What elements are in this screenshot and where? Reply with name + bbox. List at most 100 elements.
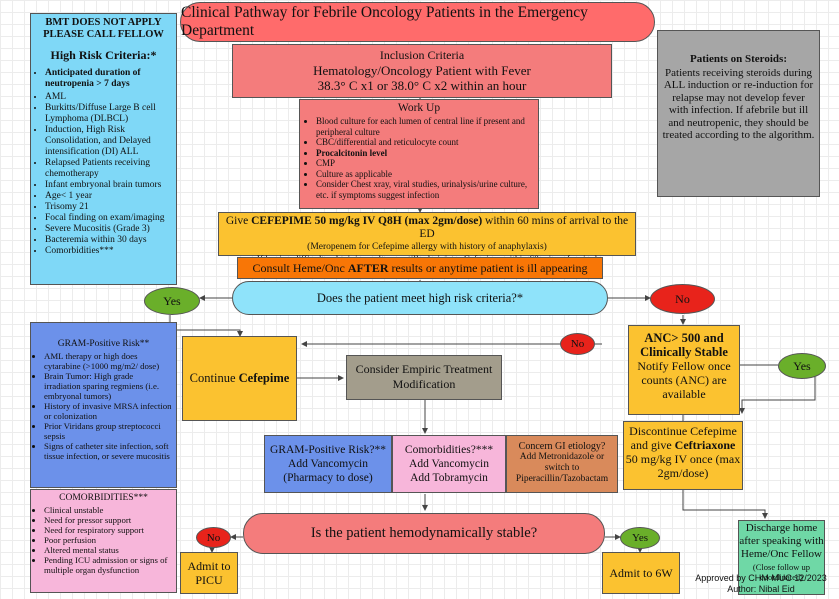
inclusion-line-2: 38.3° C x1 or 38.0° C x2 within an hour bbox=[317, 78, 527, 93]
discharge-box: Discharge home after speaking with Heme/… bbox=[738, 520, 825, 595]
criteria-item: Comorbidities*** bbox=[45, 246, 172, 257]
author-line: Author: Nibal Eid bbox=[727, 583, 795, 594]
title-text: Clinical Pathway for Febrile Oncology Pa… bbox=[181, 4, 588, 39]
comorbid-item: Pending ICU admission or signs of multip… bbox=[44, 555, 172, 575]
criteria-item: Anticipated duration of neutropenia > 7 … bbox=[45, 68, 172, 90]
discontinue-drug: Ceftriaxone bbox=[674, 438, 736, 452]
inclusion-criteria-box: Inclusion Criteria Hematology/Oncology P… bbox=[232, 44, 612, 98]
discontinue-post: 50 mg/kg IV once (max 2gm/dose) bbox=[625, 452, 741, 480]
steroids-heading: Patients on Steroids: bbox=[690, 53, 787, 65]
comorb-add-line-2: Add Vancomycin bbox=[409, 458, 489, 470]
gram-positive-risk-box: GRAM-Positive Risk** AML therapy or high… bbox=[30, 322, 177, 488]
high-risk-question-text: Does the patient meet high risk criteria… bbox=[316, 290, 524, 305]
comorbidities-add-box: Comorbidities?*** Add Vancomycin Add Tob… bbox=[392, 435, 506, 493]
yes-oval-anc: Yes bbox=[778, 353, 826, 379]
comorbid-item: Altered mental status bbox=[44, 545, 172, 555]
criteria-item: Infant embryonal brain tumors bbox=[45, 180, 172, 191]
gram-add-line-3: (Pharmacy to dose) bbox=[283, 472, 373, 484]
anc-rest: Notify Fellow once counts (ANC) are avai… bbox=[637, 359, 731, 401]
criteria-item: Trisomy 21 bbox=[45, 202, 172, 213]
bmt-heading: BMT DOES NOT APPLY PLEASE CALL FELLOW bbox=[43, 17, 164, 40]
no-oval-high-risk: No bbox=[650, 284, 715, 314]
stable-question-text: Is the patient hemodynamically stable? bbox=[310, 525, 538, 541]
work-up-item: Consider Chest xray, viral studies, urin… bbox=[316, 179, 532, 200]
no-oval-stable: No bbox=[196, 527, 231, 548]
empiric-text: Consider Empiric Treatment Modification bbox=[355, 362, 493, 391]
continue-pre: Continue bbox=[189, 371, 239, 385]
criteria-item: Focal finding on exam/imaging bbox=[45, 213, 172, 224]
page-title: Clinical Pathway for Febrile Oncology Pa… bbox=[180, 2, 655, 42]
gram-item: Brain Tumor: High grade irradiation spar… bbox=[44, 371, 172, 401]
no-label: No bbox=[675, 291, 690, 306]
criteria-item: Severe Mucositis (Grade 3) bbox=[45, 224, 172, 235]
consult-bar: Consult Heme/Onc AFTER results or anytim… bbox=[237, 257, 603, 279]
discontinue-pre: Discontinue Cefepime and give bbox=[629, 424, 737, 452]
gram-heading: GRAM-Positive Risk** bbox=[57, 339, 150, 349]
cefepime-dose: CEFEPIME 50 mg/kg IV Q8H (max 2gm/dose) bbox=[251, 215, 483, 227]
work-up-item: Culture as applicable bbox=[316, 169, 532, 180]
yes-label: Yes bbox=[793, 358, 811, 373]
gram-add-line-1: GRAM-Positive Risk?** bbox=[270, 444, 386, 456]
comorbidities-box: COMORBIDITIES*** Clinical unstable Need … bbox=[30, 489, 177, 593]
discharge-main: Discharge home after speaking with Heme/… bbox=[739, 522, 824, 560]
approval-footer: Approved by CHM MUC 12/2023 Author: Niba… bbox=[683, 573, 839, 594]
admit-6w-box: Admit to 6W bbox=[602, 552, 680, 594]
admit-6w-text: Admit to 6W bbox=[609, 565, 673, 580]
yes-label: Yes bbox=[631, 532, 648, 544]
high-risk-criteria-box: BMT DOES NOT APPLY PLEASE CALL FELLOW Hi… bbox=[30, 13, 177, 285]
consult-post: results or anytime patient is ill appear… bbox=[388, 261, 588, 275]
anc-line-1: ANC> 500 and bbox=[644, 331, 724, 345]
gram-item: Prior Viridans group streptococci sepsis bbox=[44, 421, 172, 441]
work-up-item: Blood culture for each lumen of central … bbox=[316, 116, 532, 137]
comorbid-item: Need for pressor support bbox=[44, 515, 172, 525]
continue-cefepime-box: Continue Cefepime bbox=[182, 336, 297, 421]
high-risk-subheading: High Risk Criteria:* bbox=[50, 48, 157, 62]
consult-pre: Consult Heme/Onc bbox=[252, 261, 348, 275]
steroids-body: Patients receiving steroids during ALL i… bbox=[662, 66, 815, 142]
yes-oval-stable: Yes bbox=[620, 527, 660, 549]
comorb-add-line-1: Comorbidities?*** bbox=[404, 444, 494, 456]
no-label: No bbox=[570, 338, 585, 350]
work-up-item: Procalcitonin level bbox=[316, 148, 532, 159]
empiric-modification-box: Consider Empiric Treatment Modification bbox=[346, 355, 502, 400]
criteria-item: Burkitts/Diffuse Large B cell Lymphoma (… bbox=[45, 103, 172, 125]
consult-after: AFTER bbox=[347, 261, 389, 275]
cefepime-box: Give CEFEPIME 50 mg/kg IV Q8H (max 2gm/d… bbox=[218, 212, 636, 265]
comorb-add-line-3: Add Tobramycin bbox=[410, 472, 488, 484]
admit-picu-box: Admit to PICU bbox=[180, 552, 238, 594]
criteria-item: Relapsed Patients receiving chemotherapy bbox=[45, 158, 172, 180]
inclusion-heading: Inclusion Criteria bbox=[379, 48, 465, 62]
yes-label: Yes bbox=[163, 293, 181, 308]
criteria-item: Induction, High Risk Consolidation, and … bbox=[45, 125, 172, 158]
work-up-item: CBC/differential and reticulocyte count bbox=[316, 137, 532, 148]
cefepime-post: within 60 mins of arrival to the ED bbox=[419, 215, 629, 240]
anc-stable-box: ANC> 500 and Clinically Stable Notify Fe… bbox=[628, 325, 740, 415]
work-up-box: Work Up Blood culture for each lumen of … bbox=[299, 99, 539, 209]
gram-item: AML therapy or high does cytarabine (>10… bbox=[44, 351, 172, 371]
hemodynamic-stability-question: Is the patient hemodynamically stable? bbox=[243, 513, 605, 554]
steroids-box: Patients on Steroids: Patients receiving… bbox=[657, 30, 820, 197]
criteria-item: Age< 1 year bbox=[45, 191, 172, 202]
criteria-item: Bacteremia within 30 days bbox=[45, 235, 172, 246]
work-up-heading: Work Up bbox=[397, 102, 441, 114]
work-up-item: CMP bbox=[316, 158, 532, 169]
comorbid-heading: COMORBIDITIES*** bbox=[59, 493, 148, 503]
gi-add-line-2: Add Metronidazole or switch to Piperacil… bbox=[515, 452, 609, 484]
cefepime-line-2: (Meropenem for Cefepime allergy with his… bbox=[307, 242, 547, 252]
no-label: No bbox=[206, 531, 221, 544]
discharge-sub: (Close follow up coordinated) bbox=[752, 562, 811, 582]
yes-oval-high-risk: Yes bbox=[144, 287, 200, 315]
discontinue-cefepime-box: Discontinue Cefepime and give Ceftriaxon… bbox=[623, 421, 743, 490]
high-risk-question: Does the patient meet high risk criteria… bbox=[232, 281, 608, 315]
gram-add-line-2: Add Vancomycin bbox=[288, 458, 368, 470]
admit-picu-text: Admit to PICU bbox=[187, 559, 231, 587]
gram-item: Signs of catheter site infection, soft t… bbox=[44, 441, 172, 461]
cefepime-pre: Give bbox=[225, 215, 252, 227]
comorbid-item: Need for respiratory support bbox=[44, 525, 172, 535]
continue-drug: Cefepime bbox=[238, 371, 290, 385]
gi-add-line-1: Concern GI etiology? bbox=[518, 441, 606, 452]
gram-positive-add-box: GRAM-Positive Risk?** Add Vancomycin (Ph… bbox=[264, 435, 392, 493]
gi-etiology-add-box: Concern GI etiology? Add Metronidazole o… bbox=[506, 435, 618, 493]
comorbid-item: Clinical unstable bbox=[44, 505, 172, 515]
inclusion-line-1: Hematology/Oncology Patient with Fever bbox=[313, 63, 531, 78]
